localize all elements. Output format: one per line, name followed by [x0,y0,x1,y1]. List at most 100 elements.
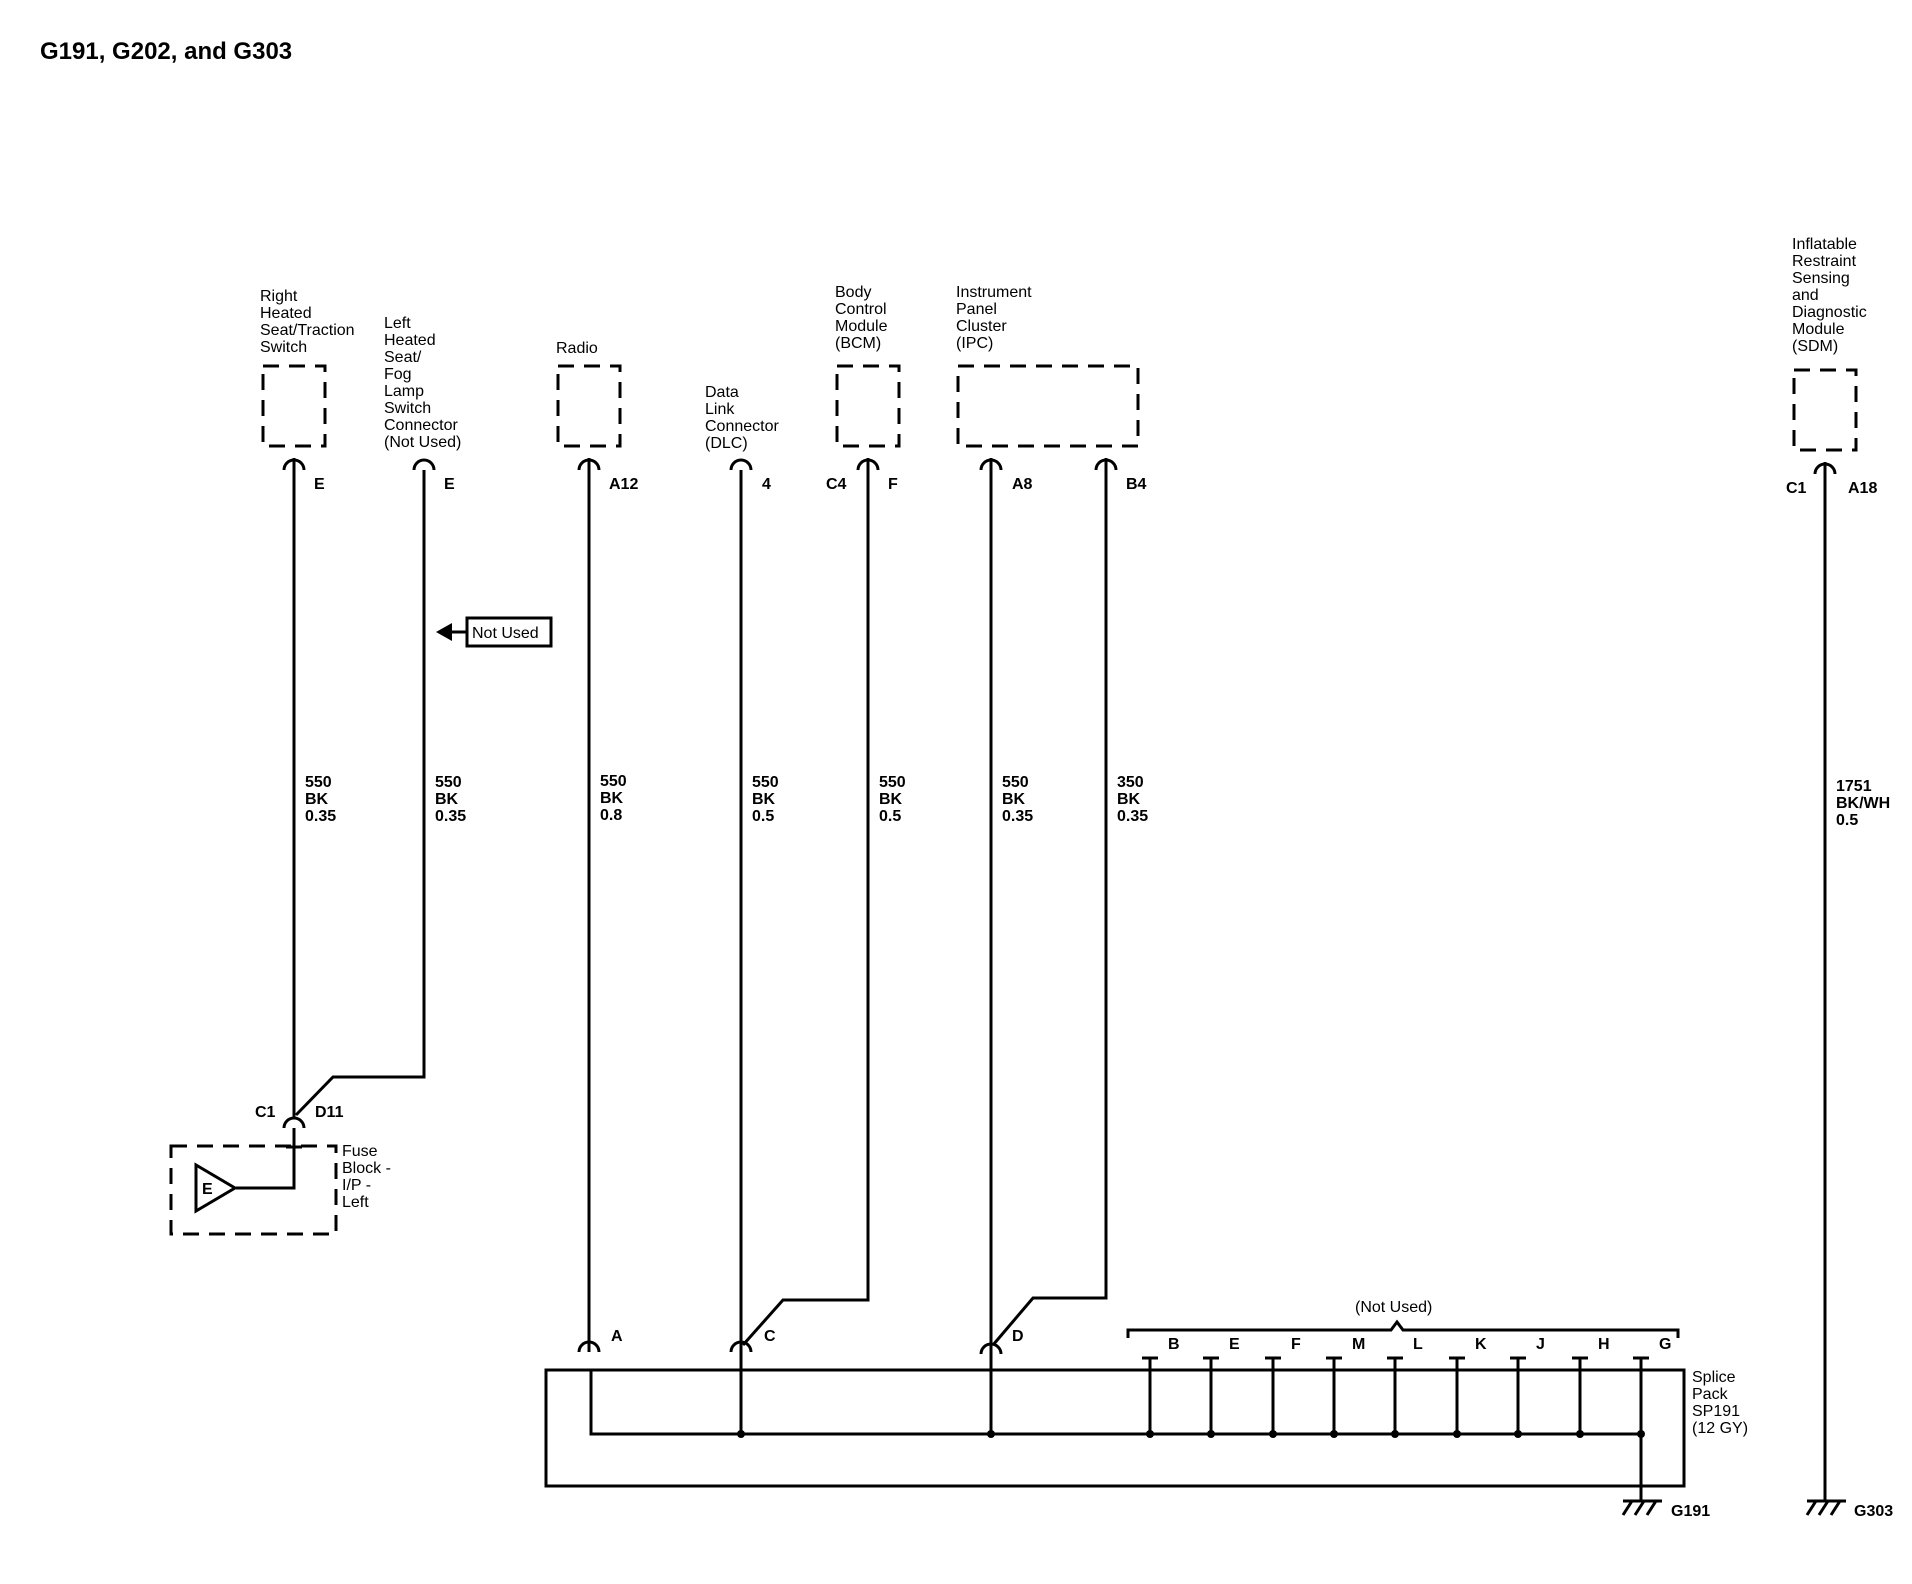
svg-text:Link: Link [705,401,735,418]
splice-pin-label: L [1413,1336,1423,1353]
svg-text:Seat/: Seat/ [384,349,422,366]
label-line: Restraint [1792,253,1857,270]
label-line: Seat/ [384,349,422,366]
connector-fuse [282,1116,306,1129]
label-line: Seat/Traction [260,322,355,339]
connectors-top [282,458,1837,475]
wire-label: 0.35 [1117,808,1148,825]
label-line: Connector [384,417,458,434]
label-line: Left [384,315,411,332]
svg-text:Inflatable: Inflatable [1792,236,1857,253]
label-line: Control [835,301,887,318]
label-line: Block - [342,1160,391,1177]
svg-text:Data: Data [705,384,739,401]
splice-unused-pins [1142,1356,1649,1438]
fuse-inner-label: E [202,1181,213,1198]
arrow-left-icon [436,623,452,641]
pin-label: E [444,476,455,493]
pin-labels-top: E E A12 4 C4 F A8 B4 C1 A18 [314,476,1877,497]
label-line: (BCM) [835,335,881,352]
bcm-box [835,364,901,448]
wire-label: 550 [435,774,462,791]
label-line: (12 GY) [1692,1420,1748,1437]
wire-label: 550 [879,774,906,791]
label-line: Switch [260,339,307,356]
pin-label: F [888,476,898,493]
label-line: Radio [556,340,598,357]
connector-lhs [412,458,436,471]
wire-label: 550 [752,774,779,791]
ground-label: G191 [1671,1503,1710,1520]
svg-text:Restraint: Restraint [1792,253,1857,270]
connector-radio [577,458,601,471]
wire-label: 550 [600,773,627,790]
wire-label: 0.35 [1002,808,1033,825]
wire-label: 0.5 [879,808,901,825]
svg-text:Right: Right [260,288,298,305]
svg-text:Connector: Connector [705,418,779,435]
label-line: Cluster [956,318,1007,335]
splice-pin-label: E [1229,1336,1240,1353]
diagram-title: G191, G202, and G303 [40,38,292,65]
wire-label: 0.35 [305,808,336,825]
ground-g191: G191 [1621,1499,1710,1520]
label-line: SP191 [1692,1403,1740,1420]
label-line: (DLC) [705,435,748,452]
label-line: (SDM) [1792,338,1838,355]
label-line: I/P - [342,1177,371,1194]
right-heated-seat-switch-box [261,364,327,448]
label-line: Lamp [384,383,424,400]
label-line: (Not Used) [384,434,461,451]
wire-label: 0.5 [1836,812,1858,829]
wire-label: BK [600,790,624,807]
ground-symbol-icon [194,1162,238,1214]
splice-pin-label: H [1598,1336,1610,1353]
splice-pack: A C D B E F M L K J H G (Not Used) Splic… [544,1299,1748,1501]
label-line: Body [835,284,871,301]
label-line: Left [342,1194,369,1211]
sdm-box [1792,368,1858,452]
pin-label: 4 [762,476,771,493]
wire-bcm [741,470,870,1346]
label-line: Module [1792,321,1845,338]
splice-pin-label: J [1536,1336,1545,1353]
label-instrument-panel-cluster: Instrument Panel Cluster (IPC) [956,284,1032,352]
wire-label: BK [1002,791,1026,808]
pin-label: C4 [826,476,847,493]
connector-splice-c [729,1340,753,1353]
label-line: Switch [384,400,431,417]
not-used-label: Not Used [472,625,539,642]
label-line: Diagnostic [1792,304,1867,321]
wire-label: BK [305,791,329,808]
wire-labels: 550 BK 0.35 550 BK 0.35 550 BK 0.8 550 B… [305,773,1890,829]
svg-text:Lamp: Lamp [384,383,424,400]
splice-pin-label: D [1012,1328,1024,1345]
not-used-flag: Not Used [436,616,553,648]
label-line: Instrument [956,284,1032,301]
connector-splice-d [979,1342,1003,1355]
splice-pin-label: C [764,1328,776,1345]
wire-label: 350 [1117,774,1144,791]
wire-lhs [294,470,426,1117]
svg-text:Cluster: Cluster [956,318,1007,335]
ground-g303: G303 [1805,1499,1893,1520]
splice-not-used-label: (Not Used) [1355,1299,1432,1316]
label-line: Inflatable [1792,236,1857,253]
svg-text:Body: Body [835,284,871,301]
label-line: Heated [260,305,312,322]
wire-label: 0.5 [752,808,774,825]
pin-label: D11 [315,1104,344,1121]
svg-text:Left: Left [384,315,411,332]
splice-bus [589,1370,1641,1436]
wire-label: BK [1117,791,1141,808]
label-line: Panel [956,301,997,318]
ground-label: G303 [1854,1503,1893,1520]
wire-label: 0.8 [600,807,622,824]
svg-text:(SDM): (SDM) [1792,338,1838,355]
not-used-bracket [1126,1319,1680,1338]
label-line: Connector [705,418,779,435]
label-line: and [1792,287,1819,304]
label-line: Link [705,401,735,418]
wire-label: BK [435,791,459,808]
